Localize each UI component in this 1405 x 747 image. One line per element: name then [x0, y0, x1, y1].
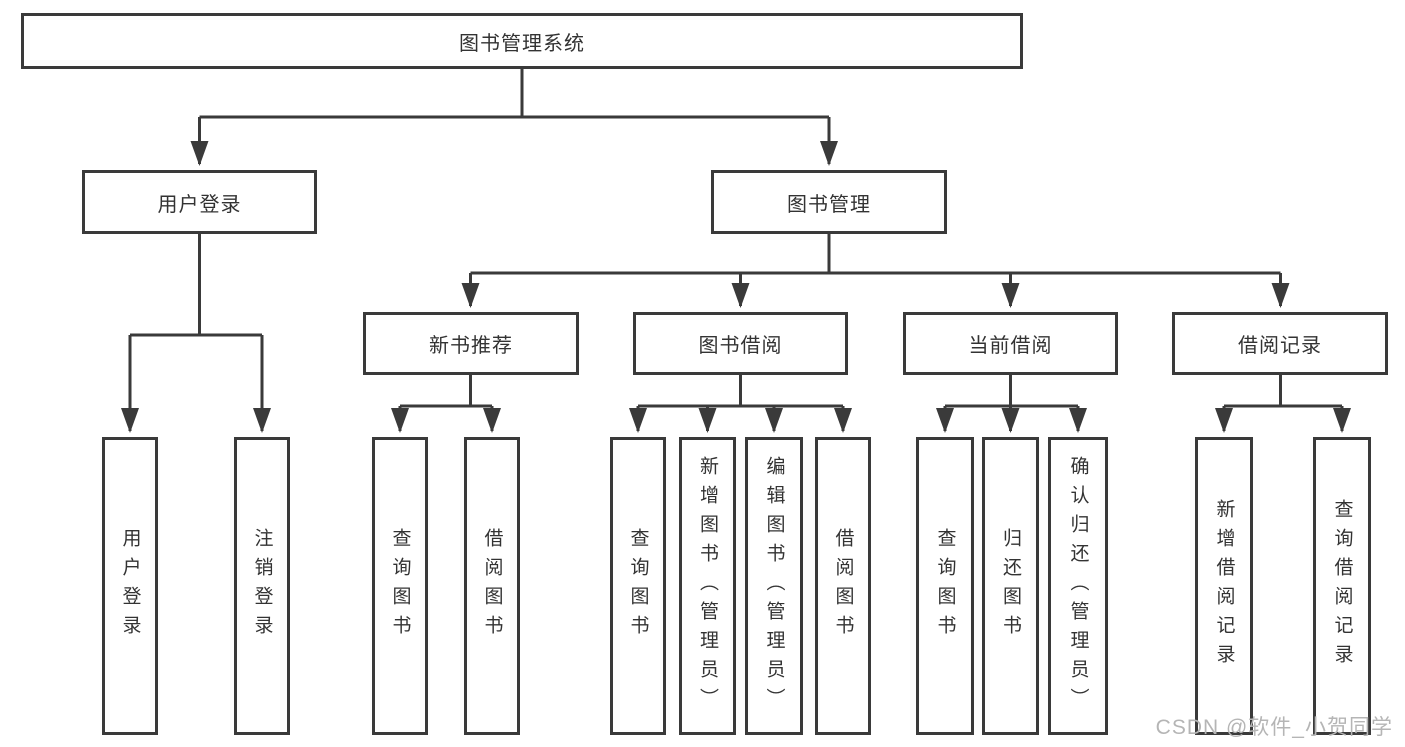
leaf-bb-query-books-label: 查询图书 [627, 528, 649, 644]
leaf-bb-borrow-books: 借阅图书 [815, 437, 871, 735]
leaf-cb-query-books-label: 查询图书 [934, 528, 956, 644]
csdn-watermark: CSDN @软件_小贺同学 [1155, 716, 1393, 739]
leaf-bb-add-books-label: 新增图书（管理员） [697, 455, 718, 717]
leaf-nb-query-books-label: 查询图书 [389, 528, 411, 644]
leaf-br-query-record-label: 查询借阅记录 [1331, 499, 1353, 673]
node-new-book-recommend-label: 新书推荐 [429, 335, 513, 357]
leaf-bb-add-books: 新增图书（管理员） [679, 437, 736, 735]
leaf-br-query-record: 查询借阅记录 [1313, 437, 1371, 735]
leaf-user-login-label: 用户登录 [119, 528, 141, 644]
leaf-cb-query-books: 查询图书 [916, 437, 974, 735]
leaf-cb-return-books-label: 归还图书 [1000, 528, 1021, 644]
leaf-br-add-record-label: 新增借阅记录 [1213, 499, 1235, 673]
node-user-login: 用户登录 [82, 170, 317, 234]
node-current-borrow: 当前借阅 [903, 312, 1118, 375]
node-book-management: 图书管理 [711, 170, 947, 234]
leaf-bb-query-books: 查询图书 [610, 437, 666, 735]
bus-lines [130, 69, 1342, 408]
node-root: 图书管理系统 [21, 13, 1023, 69]
leaf-bb-edit-books: 编辑图书（管理员） [745, 437, 803, 735]
node-borrow-records: 借阅记录 [1172, 312, 1388, 375]
leaf-br-add-record: 新增借阅记录 [1195, 437, 1253, 735]
leaf-cb-confirm-return: 确认归还（管理员） [1048, 437, 1108, 735]
node-user-login-label: 用户登录 [157, 193, 242, 216]
node-root-label: 图书管理系统 [459, 32, 585, 55]
node-book-management-label: 图书管理 [787, 193, 871, 216]
leaf-nb-borrow-books: 借阅图书 [464, 437, 520, 735]
node-book-borrow: 图书借阅 [633, 312, 848, 375]
leaf-user-login: 用户登录 [102, 437, 158, 735]
node-book-borrow-label: 图书借阅 [698, 335, 783, 357]
leaf-bb-borrow-books-label: 借阅图书 [832, 528, 854, 644]
node-new-book-recommend: 新书推荐 [363, 312, 579, 375]
node-current-borrow-label: 当前借阅 [968, 335, 1053, 357]
leaf-bb-edit-books-label: 编辑图书（管理员） [763, 455, 785, 717]
leaf-cb-confirm-return-label: 确认归还（管理员） [1067, 455, 1089, 717]
leaf-nb-borrow-books-label: 借阅图书 [481, 528, 503, 644]
leaf-logout-label: 注销登录 [251, 528, 273, 644]
leaf-logout: 注销登录 [234, 437, 290, 735]
node-borrow-records-label: 借阅记录 [1238, 335, 1322, 357]
leaf-cb-return-books: 归还图书 [982, 437, 1039, 735]
leaf-nb-query-books: 查询图书 [372, 437, 428, 735]
